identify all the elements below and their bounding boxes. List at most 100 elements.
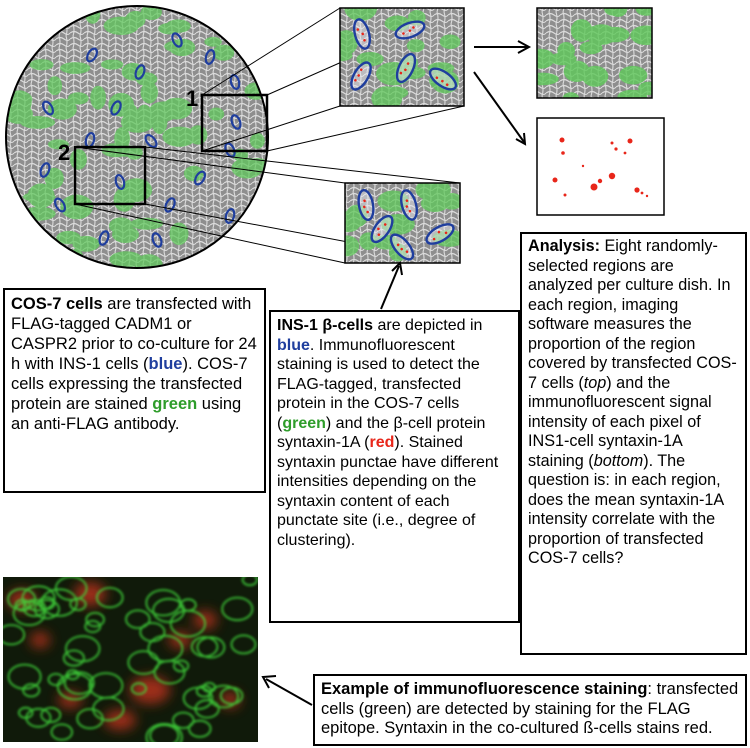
green-cell-patch — [617, 89, 648, 98]
green-cell-patch — [120, 111, 155, 133]
syntaxin-punctum — [563, 193, 567, 197]
green-membrane-outline — [62, 649, 85, 667]
analysis-syntaxin-panel — [536, 117, 665, 216]
ins1-cell-icon — [134, 64, 146, 80]
green-cell-patch — [188, 125, 208, 145]
green-cell-patch — [608, 8, 628, 17]
green-cell-patch — [406, 39, 425, 53]
green-membrane-outline — [169, 609, 206, 638]
green-cell-patch — [6, 36, 28, 57]
green-membrane-outline — [96, 586, 124, 609]
analysis-coverage-panel — [536, 7, 653, 99]
green-membrane-outline — [84, 620, 102, 634]
green-cell-patch — [586, 24, 617, 45]
green-membrane-outline — [208, 684, 240, 709]
green-membrane-outline — [221, 596, 254, 622]
arrows — [261, 40, 532, 706]
green-cell-patch — [169, 222, 189, 246]
analysis-bottom-word: bottom — [593, 451, 644, 470]
photo-green-membranes — [3, 577, 258, 742]
zoom-panel-region-2 — [344, 182, 461, 264]
green-cell-patch — [183, 165, 204, 182]
ins1-cell-icon — [110, 100, 122, 116]
ins1-description-box: INS-1 β-cells are depicted in blue. Immu… — [269, 310, 520, 623]
green-cell-patch — [90, 85, 106, 110]
green-membrane-outline — [64, 635, 101, 663]
ins1-title: INS-1 β-cells — [277, 317, 374, 334]
syntaxin-punctae — [552, 137, 649, 198]
green-membrane-outline — [188, 719, 212, 738]
ins1-cell-icon — [85, 47, 99, 63]
green-cell-patch — [233, 221, 264, 242]
ins1-cell-icon — [389, 233, 415, 261]
green-cell-patch — [67, 92, 89, 105]
ins1-cell-icon — [353, 18, 371, 50]
cos7-description-text: COS-7 cells are transfected with FLAG-ta… — [11, 294, 258, 434]
green-membrane-outline — [50, 723, 74, 741]
ins1-cell-icon — [370, 214, 394, 244]
green-membrane-outline — [54, 577, 88, 601]
ins1-cell-icon — [98, 230, 110, 246]
syntaxin-punctum — [581, 164, 585, 168]
green-membrane-outline — [182, 686, 214, 710]
green-cell-patch — [537, 72, 559, 86]
green-cell-patch — [42, 10, 59, 21]
green-membrane-outline — [47, 673, 65, 687]
green-cell-patch — [345, 213, 361, 233]
green-cell-patch — [130, 217, 163, 230]
region-1-label: 1 — [186, 86, 198, 111]
syntaxin-punctum — [608, 172, 616, 180]
syntaxin-punctum — [634, 187, 640, 193]
arrow-example-to-photo — [261, 675, 313, 706]
green-membrane-outline — [76, 708, 104, 730]
green-membrane-outline — [173, 659, 190, 673]
cos7-title: COS-7 cells — [11, 295, 103, 313]
green-cell-patch — [208, 107, 225, 121]
syntaxin-punctum — [627, 138, 633, 144]
ins1-cell-icon — [114, 174, 126, 190]
analysis-text-3: ). The question is: in each region, does… — [528, 451, 724, 568]
red-syntaxin-signal — [30, 632, 50, 648]
ins1-text-3: ) and the β-cell protein syntaxin-1A ( — [277, 414, 486, 452]
ins1-cell-icon — [204, 49, 216, 65]
ins1-cell-icon — [357, 188, 375, 222]
cos7-text-3: using an anti-FLAG antibody. — [11, 395, 242, 433]
syntaxin-punctum — [645, 194, 649, 198]
culture-dish: 1 2 — [5, 5, 269, 269]
ins1-cell-icon — [39, 162, 51, 178]
green-membrane-outline — [149, 724, 180, 742]
cos7-blue-word: blue — [148, 355, 183, 373]
zoom-panel-region-1 — [339, 7, 465, 107]
ins1-blue-word: blue — [277, 336, 310, 354]
arrow-to-coverage — [474, 40, 532, 54]
syntaxin-punctum — [614, 147, 618, 151]
syntaxin-punctum — [552, 177, 558, 183]
green-membrane-outline — [21, 585, 56, 612]
green-cell-patch — [135, 72, 158, 86]
green-membrane-outline — [195, 684, 213, 698]
green-cell-patch — [109, 251, 143, 268]
ins1-cell-icon — [193, 170, 207, 186]
green-membrane-outline — [196, 636, 226, 659]
green-membrane-outline — [172, 711, 195, 729]
ins1-cell-icon — [144, 133, 158, 149]
green-cell-patch — [557, 42, 575, 60]
example-title: Example of immunofluorescence staining — [321, 680, 648, 698]
green-membrane-outline — [69, 597, 87, 612]
green-cell-patch — [162, 126, 197, 147]
ins1-cell-icon — [41, 100, 55, 116]
analysis-description-text: Analysis: Eight randomly-selected region… — [528, 237, 739, 569]
green-cell-patch — [340, 30, 358, 55]
ins1-text-1: are depicted in — [373, 317, 483, 334]
green-membrane-outline — [125, 609, 151, 629]
green-cell-patch — [72, 235, 100, 252]
example-staining-box: Example of immunofluorescence staining: … — [313, 674, 747, 746]
green-cell-patch — [204, 36, 222, 47]
arrow-ins1-box-to-panel — [380, 260, 403, 310]
ins1-cell-icon — [151, 232, 163, 248]
cos7-green-word: green — [152, 395, 198, 413]
region-1-box — [200, 93, 269, 153]
green-membrane-outline — [85, 611, 105, 628]
